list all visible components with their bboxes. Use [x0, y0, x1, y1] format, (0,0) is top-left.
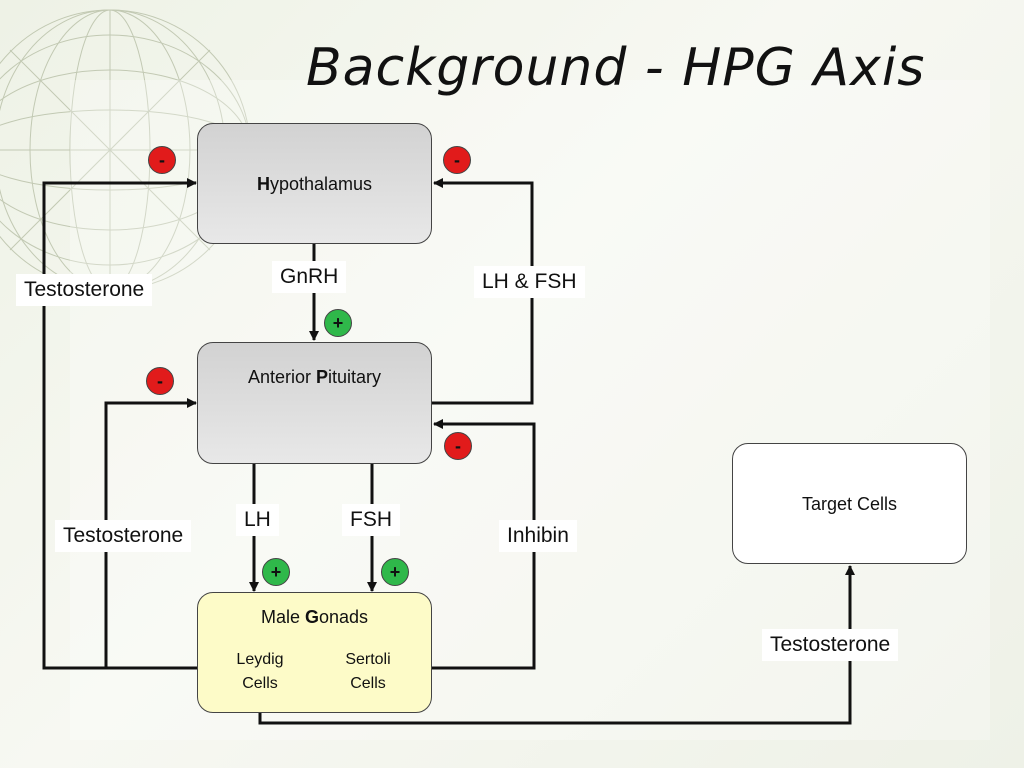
hypothalamus-label: Hypothalamus [256, 174, 373, 194]
pituitary-left-negative-sign: - [146, 367, 174, 395]
leydig-cells-label: Leydig Cells [236, 651, 284, 692]
inhibin-label: Inhibin [499, 520, 577, 552]
hypothalamus-left-negative-sign: - [148, 146, 176, 174]
gnrh-positive-sign: + [324, 309, 352, 337]
pituitary-label: Anterior Pituitary [247, 367, 382, 387]
gonads-label: Male Gonads [260, 607, 369, 627]
fsh-positive-sign: + [381, 558, 409, 586]
sertoli-cells-label: Sertoli Cells [345, 651, 391, 692]
hypothalamus-right-negative-sign: - [443, 146, 471, 174]
fsh-label: FSH [342, 504, 400, 536]
testosterone-label-top: Testosterone [16, 274, 153, 306]
lh-fsh-label: LH & FSH [474, 266, 585, 298]
slide-title: Background - HPG Axis [306, 38, 926, 98]
lh-label: LH [236, 504, 279, 536]
pituitary-right-negative-sign: - [444, 432, 472, 460]
pituitary-box: Anterior Pituitary [197, 342, 432, 464]
testosterone-loop-pituitary [104, 398, 197, 668]
testosterone-label-target: Testosterone [762, 629, 899, 661]
testosterone-label-mid: Testosterone [55, 520, 192, 552]
gonads-box: Male Gonads Leydig Cells Sertoli Cells [197, 592, 432, 713]
lh-positive-sign: + [262, 558, 290, 586]
target-cells-box: Target Cells [732, 443, 967, 564]
target-cells-label: Target Cells [801, 494, 898, 514]
gnrh-label: GnRH [272, 261, 347, 293]
hypothalamus-box: Hypothalamus [197, 123, 432, 244]
testosterone-loop-hypothalamus [42, 178, 198, 670]
